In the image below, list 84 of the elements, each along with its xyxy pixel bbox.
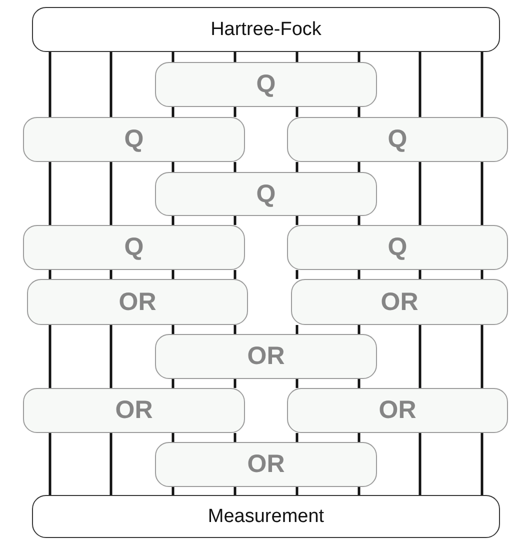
qubit-wire xyxy=(110,325,112,388)
gate-box xyxy=(291,279,508,325)
gate-label: Q xyxy=(256,70,276,99)
qubit-wire xyxy=(48,162,52,225)
qubit-wire xyxy=(358,107,360,117)
qubit-wire xyxy=(480,325,484,388)
qubit-wire xyxy=(358,270,360,279)
gate-label: OR xyxy=(118,288,156,316)
qubit-wire xyxy=(48,325,52,388)
qubit-wire xyxy=(110,433,112,495)
gate-box xyxy=(287,117,508,162)
qubit-wire xyxy=(296,162,298,172)
gate-box xyxy=(23,388,245,433)
qubit-wire xyxy=(110,270,112,279)
qubit-wire xyxy=(296,270,298,279)
qubit-wire xyxy=(234,216,236,225)
qubit-wire xyxy=(296,487,298,495)
qubit-wire xyxy=(358,216,360,225)
qubit-wire xyxy=(234,270,236,279)
gate-box xyxy=(155,172,377,216)
qubit-wire xyxy=(418,270,422,279)
qubit-wire xyxy=(172,107,174,117)
register-label: Measurement xyxy=(208,506,324,528)
qubit-wire xyxy=(358,433,360,442)
qubit-wire xyxy=(296,107,298,117)
gate-label: Q xyxy=(388,233,408,262)
qubit-wire xyxy=(172,270,174,279)
qubit-wire xyxy=(418,52,422,117)
qubit-wire xyxy=(172,487,174,495)
gate-label: Q xyxy=(124,233,144,262)
qubit-wire xyxy=(234,379,236,388)
qubit-wire xyxy=(480,52,484,117)
qubit-wire xyxy=(172,52,174,62)
qubit-wire xyxy=(172,433,174,442)
qubit-wire xyxy=(296,433,298,442)
qubit-wire xyxy=(172,162,174,172)
gate-label: OR xyxy=(247,342,285,371)
qubit-wire xyxy=(234,162,236,172)
gate-label: Q xyxy=(256,180,276,208)
qubit-wire xyxy=(48,52,52,117)
qubit-wire xyxy=(234,52,236,62)
qubit-wire xyxy=(172,379,174,388)
gate-box xyxy=(155,62,377,107)
qubit-wire xyxy=(358,487,360,495)
qubit-wire xyxy=(296,216,298,225)
qubit-wire xyxy=(172,216,174,225)
qubit-wire xyxy=(418,325,422,388)
qubit-wire xyxy=(358,379,360,388)
qubit-wire xyxy=(110,162,112,225)
gate-box xyxy=(287,388,508,433)
gate-box xyxy=(287,225,508,270)
gate-label: OR xyxy=(378,396,416,425)
register-label: Hartree-Fock xyxy=(210,18,322,40)
gate-box xyxy=(155,442,377,487)
qubit-wire xyxy=(48,270,52,279)
gate-box xyxy=(27,279,248,325)
qubit-wire xyxy=(358,162,360,172)
gate-label: OR xyxy=(380,288,418,316)
qubit-wire xyxy=(234,325,236,334)
qubit-wire xyxy=(234,487,236,495)
gate-label: Q xyxy=(388,125,408,154)
gate-label: OR xyxy=(115,396,153,425)
qubit-wire xyxy=(172,325,174,334)
gate-label: Q xyxy=(124,125,144,154)
register-box xyxy=(32,7,500,52)
qubit-wire xyxy=(418,433,422,495)
qubit-wire xyxy=(418,162,422,225)
qubit-wire xyxy=(358,52,360,62)
qubit-wire xyxy=(296,325,298,334)
gate-box xyxy=(23,225,245,270)
qubit-wire xyxy=(480,433,484,495)
qubit-wire xyxy=(480,162,484,225)
qubit-wire xyxy=(296,379,298,388)
qubit-wire xyxy=(296,52,298,62)
gate-box xyxy=(155,334,377,379)
register-box xyxy=(32,495,500,538)
qubit-wire xyxy=(480,270,484,279)
gate-box xyxy=(23,117,245,162)
qubit-wire xyxy=(358,325,360,334)
qubit-wire xyxy=(234,433,236,442)
qubit-wire xyxy=(110,52,112,117)
gate-label: OR xyxy=(247,450,285,479)
qubit-wire xyxy=(48,433,52,495)
qubit-wire xyxy=(234,107,236,117)
